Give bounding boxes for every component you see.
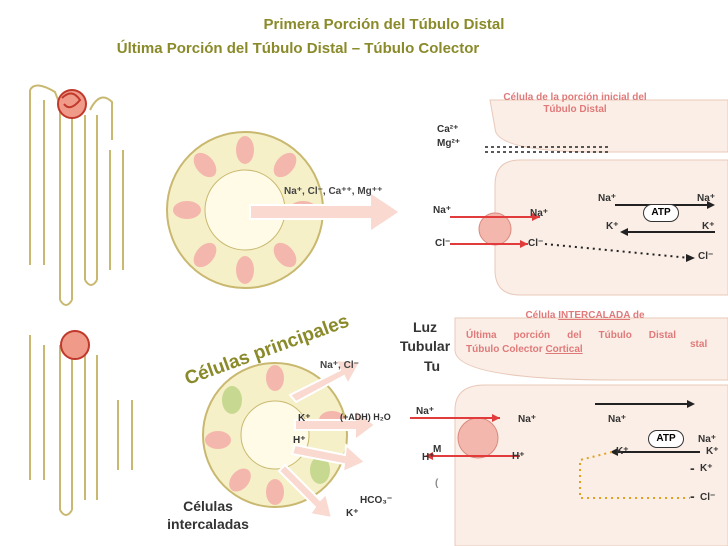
title-line-1: Primera Porción del Túbulo Distal	[263, 16, 505, 33]
title-line-2: Última Porción del Túbulo Distal – Túbul…	[116, 40, 480, 57]
atp-pump-top: ATP	[643, 204, 679, 222]
cell-label-top: Célula de la porción inicial del Túbulo …	[503, 92, 647, 115]
label-h-lumen-bottom: H⁺	[422, 452, 435, 463]
label-na-cell-top: Na⁺	[530, 208, 549, 219]
label-na-cell-bottom: Na⁺	[518, 414, 537, 425]
lumen-ions-bottom: Na⁺, Cl⁻	[320, 360, 359, 371]
desc-line-1: Última porción del Túbulo Distal	[466, 330, 676, 341]
label-k-pump-in-bottom: K⁺	[616, 446, 629, 457]
label-na-lumen-top: Na⁺	[433, 205, 452, 216]
desc-line-2-underlined: Cortical	[545, 344, 583, 355]
label-h-cell-bottom: H⁺	[512, 451, 525, 462]
tubule-cross-section-bottom	[202, 362, 348, 508]
label-mg: Mg²⁺	[437, 138, 461, 149]
dash-1: -	[690, 460, 695, 476]
label-k-pump-out-top: K⁺	[702, 221, 715, 232]
label-na-lumen-bottom: Na⁺	[416, 406, 435, 417]
reabsorption-arrow-top	[249, 190, 402, 234]
secretion-arrows-bottom	[277, 358, 377, 520]
desc-line-2: Túbulo Colector Cortical	[466, 344, 583, 356]
label-k-pump-in-top: K⁺	[606, 221, 619, 232]
stal-fragment: stal	[690, 339, 708, 350]
lumen-ions-top: Na⁺, Cl⁻, Ca⁺⁺, Mg⁺⁺	[284, 186, 383, 197]
nephron-top	[29, 84, 124, 306]
label-k-extra-bottom: K⁺	[700, 463, 713, 474]
cell-label-underlined: INTERCALADA	[558, 310, 631, 321]
celulas-intercaladas-label: Células intercaladas	[167, 498, 249, 532]
nephron-bottom	[29, 335, 133, 516]
label-k-section: K⁺	[298, 413, 311, 424]
label-na-pump-in-bottom: Na⁺	[608, 414, 627, 425]
label-hco3: HCO₃⁻	[360, 495, 393, 506]
label-cl-out-top: Cl⁻	[698, 251, 714, 262]
cell-label-suffix: de	[630, 310, 645, 321]
label-cl-lumen-top: Cl⁻	[435, 238, 451, 249]
label-k-pump-out-bottom: K⁺	[706, 446, 719, 457]
label-k-bottom: K⁺	[346, 508, 359, 519]
label-na-pump-out-top: Na⁺	[697, 193, 716, 204]
dash-2: -	[690, 488, 695, 504]
cell-diagram-bottom	[410, 317, 728, 546]
label-overlap-bottom: Cl⁻	[700, 492, 716, 503]
tu-fragment: Tu	[424, 358, 441, 374]
label-h-section: H⁺	[293, 435, 306, 446]
glomerulus-bottom	[60, 330, 90, 360]
glomerulus-top	[57, 89, 87, 119]
cell-label-bottom: Célula INTERCALADA de	[505, 310, 665, 322]
cell-label-prefix: Célula	[525, 310, 559, 321]
paren-fragment: (	[435, 478, 439, 489]
cell-diagram-top	[450, 99, 728, 296]
desc-line-2-prefix: Túbulo Colector	[466, 344, 546, 355]
label-adh-water: (+ADH) H₂O	[340, 412, 391, 422]
luz-tubular-label: Luz Tubular	[399, 319, 451, 354]
tubule-cross-section-top	[166, 131, 324, 289]
m-fragment: M	[433, 444, 442, 455]
label-cl-cell-top: Cl⁻	[528, 238, 544, 249]
label-na-pump-out-bottom: Na⁺	[698, 434, 717, 445]
atp-pump-bottom: ATP	[648, 430, 684, 448]
label-ca: Ca²⁺	[437, 124, 459, 135]
label-na-pump-in-top: Na⁺	[598, 193, 617, 204]
